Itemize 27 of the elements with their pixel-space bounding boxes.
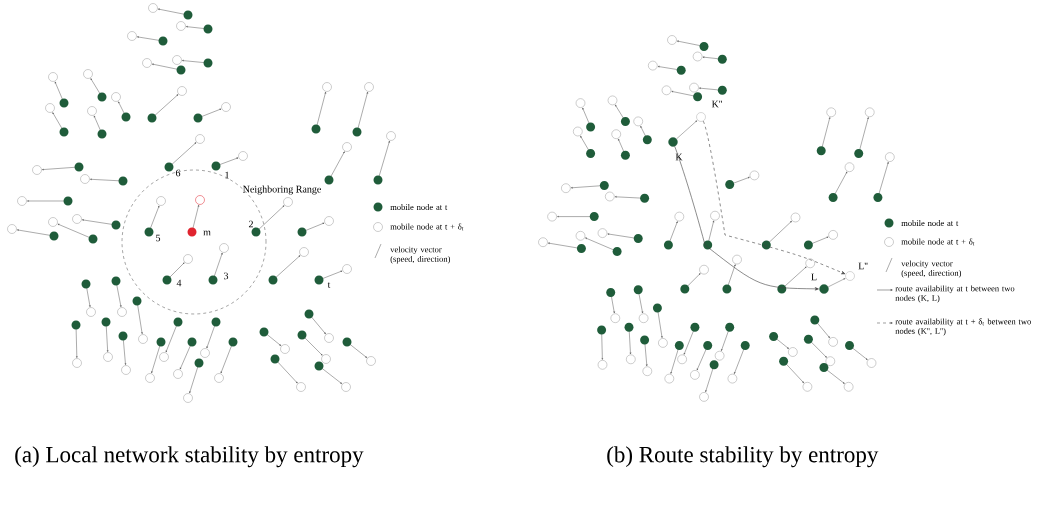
legend-item: route availability at t between two nodes (K, L) [876,285,1015,303]
velocity-vector [676,120,698,140]
node-number: t [327,282,331,288]
legend-item: mobile node at t [884,218,959,228]
legend-item: route availability at t + δ$_{t}$ between two nodes (K'', L'') [876,318,1031,336]
node-number: 6 [175,169,181,177]
legend-item: mobile node at t + δ$_{t}$ [373,222,464,232]
legend-item: velocity vector (speed, direction) [885,257,962,278]
node-number: 2 [248,220,253,228]
caption: (b) Route stability by entropy [607,446,879,468]
route-arrow [702,120,846,275]
node-number: 3 [224,272,229,280]
node-number: 5 [156,234,161,242]
node-number: 4 [176,279,182,287]
caption: (a) Local network stability by entropy [15,446,364,468]
node-label: K [675,153,683,161]
route-arrow [674,146,819,291]
range-label: Neighboring Range [243,185,321,195]
velocity-vector [827,278,846,288]
legend-item: velocity vector (speed, direction) [374,243,451,264]
node-label: L [811,273,817,281]
legend-item: mobile node at t [373,202,448,212]
node-label: L'' [858,262,868,270]
node-number: 1 [225,171,229,179]
node-label: K'' [711,100,722,108]
node-number: m [203,230,211,236]
legend-item: mobile node at t + δ$_{t}$ [884,237,975,247]
